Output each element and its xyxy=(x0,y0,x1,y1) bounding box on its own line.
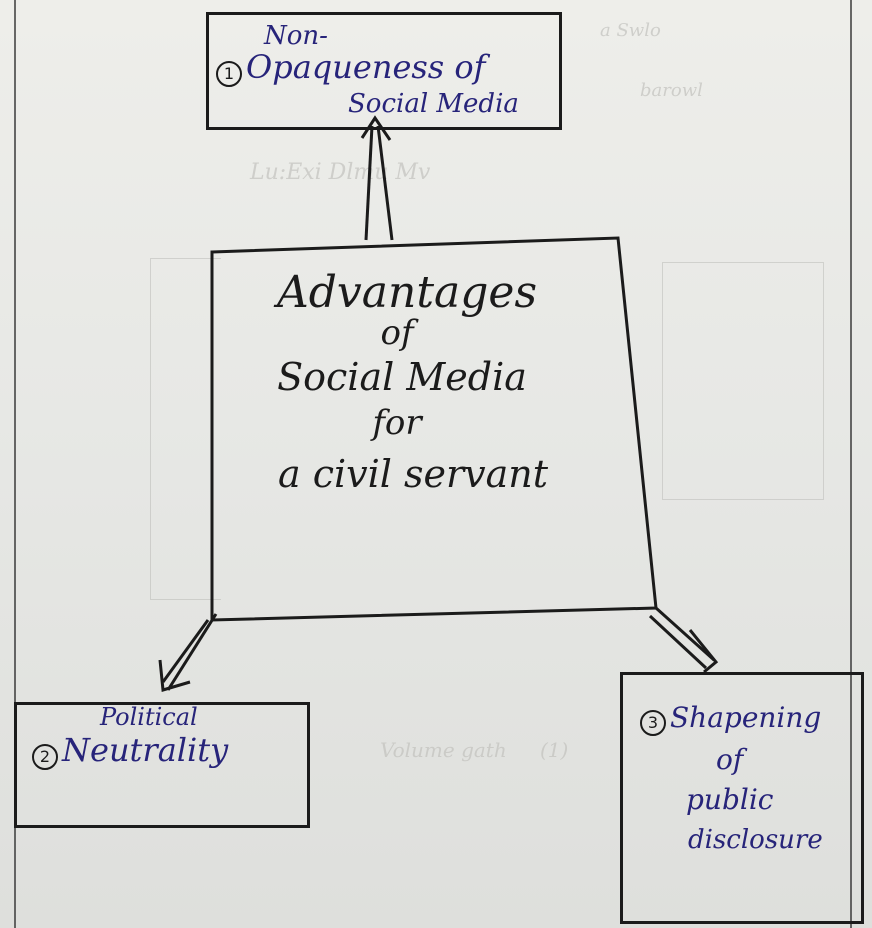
node-1-box xyxy=(206,12,562,130)
node-1-line1: Non- xyxy=(264,21,328,51)
node-3-number: 3 xyxy=(640,709,666,736)
node-3-line3: public xyxy=(686,783,774,816)
node-3-line4: disclosure xyxy=(688,825,823,855)
node-2-line2: Neutrality xyxy=(62,731,229,769)
ghost-scribble-3: barowl xyxy=(640,80,703,101)
center-label: Advantages of Social Media for a civil s… xyxy=(222,269,612,495)
node-1-line2: Opaqueness of xyxy=(246,48,486,86)
node-3-line2: of xyxy=(716,743,744,776)
left-margin-line xyxy=(14,0,16,928)
node-1-line3: Social Media xyxy=(348,89,519,119)
center-line2: of xyxy=(380,313,414,354)
right-margin-line xyxy=(850,0,852,928)
center-line4: for xyxy=(372,402,422,443)
ghost-box-right xyxy=(662,262,824,500)
center-line5: a civil servant xyxy=(277,452,549,497)
center-line3: Social Media xyxy=(277,354,527,399)
center-line1: Advantages xyxy=(276,267,538,318)
ghost-scribble-2: a Swlo xyxy=(600,20,661,41)
ghost-scribble-5: Volume gath xyxy=(380,738,507,762)
node-3-line1: Shapening xyxy=(670,701,822,734)
node-3-box xyxy=(620,672,864,924)
ghost-scribble-1: Lu:Exi Dlmu Mv xyxy=(250,160,431,185)
ghost-scribble-4: (1) xyxy=(540,738,569,762)
node-2-number: 2 xyxy=(32,743,58,770)
node-1-number: 1 xyxy=(216,60,242,87)
ghost-box-left xyxy=(150,258,221,600)
node-2-box xyxy=(14,702,310,828)
node-2-line1: Political xyxy=(100,703,198,731)
